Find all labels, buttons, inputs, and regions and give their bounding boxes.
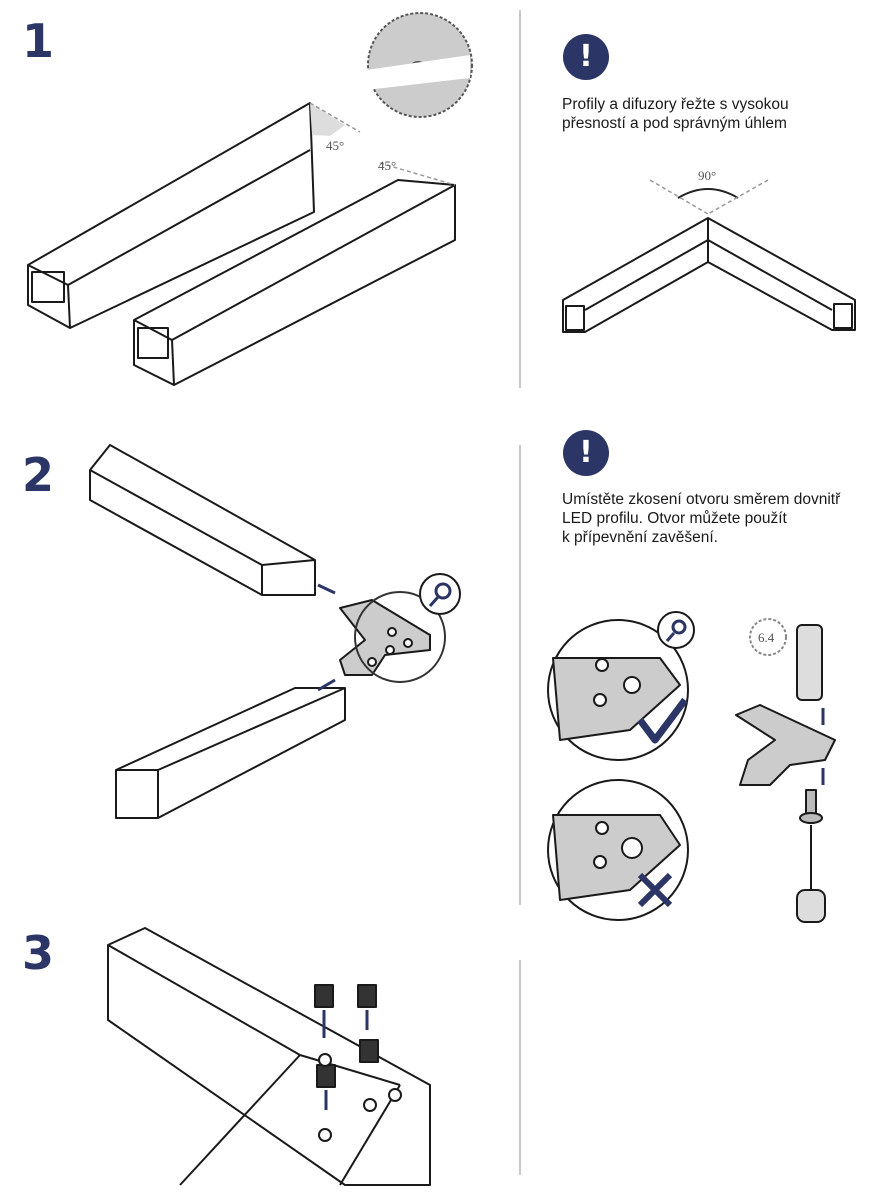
detail-correct xyxy=(547,619,689,761)
direction-arrow-icon xyxy=(317,583,336,692)
angle-label-b: 45° xyxy=(378,158,396,173)
profile-45-cut-a xyxy=(27,102,315,329)
cross-icon xyxy=(637,872,673,908)
note-cutting-precision: Profily a difuzory řežte s vysokou přesn… xyxy=(562,96,789,132)
column-divider-2 xyxy=(519,445,521,905)
drill-size-label: 6.4 xyxy=(758,630,775,645)
profile-lower xyxy=(115,687,346,819)
magnifier-icon xyxy=(419,573,461,615)
saw-blade-icon xyxy=(366,12,473,118)
step-number-2: 2 xyxy=(22,448,55,502)
cut-angle-shade-a xyxy=(310,103,345,136)
l-connector-plate xyxy=(339,599,431,676)
screwdriver-icon xyxy=(796,825,826,923)
exclamation-icon: ! xyxy=(563,430,609,476)
profile-assembly-corner xyxy=(107,927,431,1186)
checkmark-icon xyxy=(637,697,688,744)
column-divider-3 xyxy=(519,960,521,1175)
step-number-3: 3 xyxy=(22,926,55,980)
note-hole-chamfer: Umístěte zkosení otvoru směrem dovnitř L… xyxy=(562,491,841,546)
angle-label-right: 90° xyxy=(698,168,716,183)
profile-corner-90 xyxy=(562,217,856,333)
step-number-1: 1 xyxy=(22,14,55,68)
exclamation-icon: ! xyxy=(563,34,609,80)
suspension-pin xyxy=(796,624,823,701)
column-divider-1 xyxy=(519,10,521,388)
magnifier-icon xyxy=(657,611,695,649)
profile-upper xyxy=(89,444,316,596)
profile-45-cut-b xyxy=(133,179,456,386)
angle-label-a: 45° xyxy=(326,138,344,153)
detail-wrong xyxy=(547,779,689,921)
l-connector-plate xyxy=(735,704,836,786)
screw-icon xyxy=(799,789,823,824)
